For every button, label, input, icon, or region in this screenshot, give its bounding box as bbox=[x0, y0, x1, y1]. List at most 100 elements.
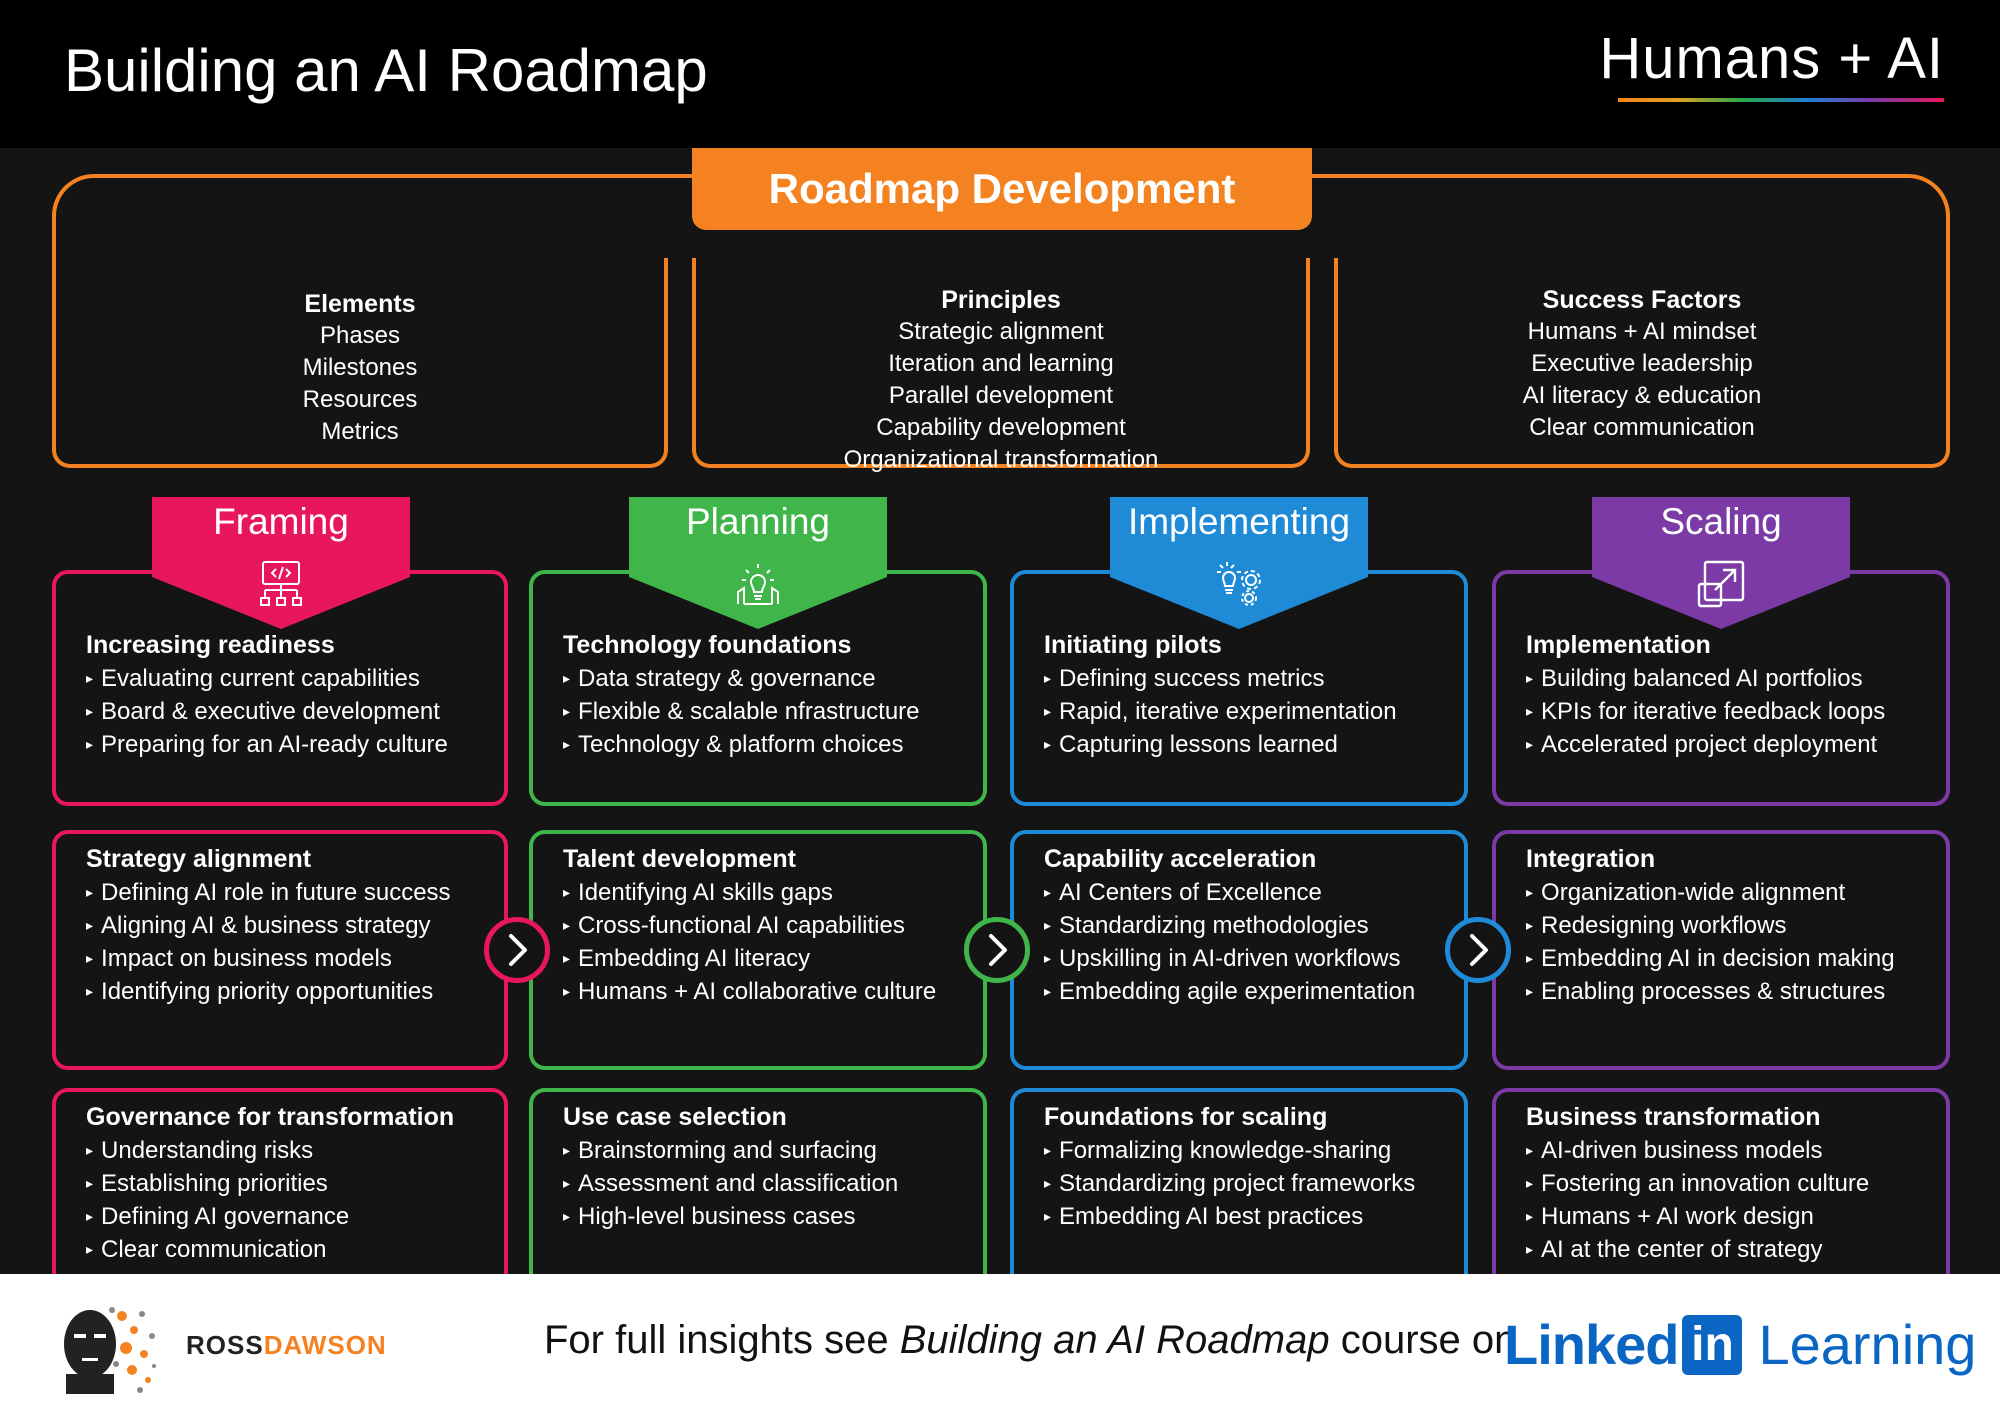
card-item: ▸Technology & platform choices bbox=[563, 731, 904, 758]
phase-card: Foundations for scaling ▸Formalizing kno… bbox=[1010, 1088, 1468, 1288]
card-item: ▸Humans + AI work design bbox=[1526, 1203, 1814, 1230]
header-bar: Building an AI Roadmap Humans + AI bbox=[0, 0, 2000, 148]
card-item: ▸Redesigning workflows bbox=[1526, 912, 1787, 939]
success-factors-item: Clear communication bbox=[1529, 414, 1755, 441]
card-item: ▸Aligning AI & business strategy bbox=[86, 912, 431, 939]
elements-item: Resources bbox=[302, 386, 418, 413]
phase-card: Governance for transformation ▸Understan… bbox=[52, 1088, 508, 1288]
elements-item: Phases bbox=[319, 322, 401, 349]
card-item: ▸Defining AI role in future success bbox=[86, 879, 451, 906]
card-title: Initiating pilots bbox=[1044, 631, 1222, 659]
card-title: Use case selection bbox=[563, 1103, 787, 1131]
card-item: ▸AI at the center of strategy bbox=[1526, 1236, 1823, 1263]
card-item: ▸Formalizing knowledge-sharing bbox=[1044, 1137, 1392, 1164]
card-title: Integration bbox=[1526, 845, 1656, 873]
success-factors-item: Humans + AI mindset bbox=[1527, 318, 1757, 345]
card-title: Implementation bbox=[1526, 631, 1711, 659]
learning-wordmark: Learning bbox=[1758, 1313, 1977, 1376]
card-item: ▸Capturing lessons learned bbox=[1044, 731, 1338, 758]
card-item: ▸Upskilling in AI-driven workflows bbox=[1044, 945, 1401, 972]
phase-name: Scaling bbox=[1660, 501, 1782, 542]
card-title: Governance for transformation bbox=[86, 1103, 455, 1131]
card-item: ▸Embedding agile experimentation bbox=[1044, 978, 1416, 1005]
card-item: ▸Impact on business models bbox=[86, 945, 392, 972]
card-item: ▸Standardizing project frameworks bbox=[1044, 1170, 1416, 1197]
card-item: ▸Defining AI governance bbox=[86, 1203, 350, 1230]
card-title: Talent development bbox=[563, 845, 796, 873]
phase-card: Capability acceleration ▸AI Centers of E… bbox=[1010, 830, 1468, 1070]
card-item: ▸Clear communication bbox=[86, 1236, 327, 1263]
phase-name: Implementing bbox=[1127, 501, 1351, 542]
roadmap-diagram: Roadmap Development Elements Phases Mile… bbox=[0, 148, 2000, 1288]
author-portrait-icon bbox=[64, 1307, 156, 1394]
card-item: ▸Organization-wide alignment bbox=[1526, 879, 1846, 906]
card-title: Strategy alignment bbox=[86, 845, 312, 873]
next-arrow-icon bbox=[964, 917, 1030, 983]
phase-name: Planning bbox=[685, 501, 830, 542]
card-item: ▸Embedding AI in decision making bbox=[1526, 945, 1895, 972]
footer: ROSSDAWSON For full insights see Buildin… bbox=[0, 1274, 2000, 1414]
next-arrow-icon bbox=[1445, 917, 1511, 983]
elements-item: Metrics bbox=[321, 418, 399, 445]
principles-heading: Principles bbox=[941, 286, 1061, 314]
chevron-right-icon bbox=[1470, 934, 1488, 966]
phase-card: Integration ▸Organization-wide alignment… bbox=[1492, 830, 1950, 1070]
linkedin-learning-logo[interactable]: Linked in Learning bbox=[1504, 1312, 1976, 1377]
course-cta: For full insights see Building an AI Roa… bbox=[544, 1318, 1517, 1362]
card-item: ▸Evaluating current capabilities bbox=[86, 665, 420, 692]
card-item: ▸Brainstorming and surfacing bbox=[563, 1137, 877, 1164]
code-presentation-icon bbox=[260, 561, 302, 606]
expand-arrow-icon bbox=[1697, 560, 1745, 608]
principles-item: Capability development bbox=[876, 414, 1126, 441]
card-title: Foundations for scaling bbox=[1044, 1103, 1328, 1131]
phase-card: Use case selection ▸Brainstorming and su… bbox=[529, 1088, 987, 1288]
elements-heading: Elements bbox=[304, 290, 416, 318]
card-item: ▸Preparing for an AI-ready culture bbox=[86, 731, 448, 758]
brand-text: Humans + AI bbox=[1599, 26, 1944, 91]
card-item: ▸Board & executive development bbox=[86, 698, 440, 725]
card-title: Business transformation bbox=[1526, 1103, 1821, 1131]
card-item: ▸High-level business cases bbox=[563, 1203, 856, 1230]
roadmap-development-banner: Roadmap Development bbox=[692, 148, 1312, 230]
elements-box: Elements Phases Milestones Resources Met… bbox=[52, 258, 668, 468]
phase-tab-implementing bbox=[1110, 497, 1368, 629]
phase-card: Technology foundations ▸Data strategy & … bbox=[529, 570, 987, 806]
card-item: ▸Establishing priorities bbox=[86, 1170, 328, 1197]
card-item: ▸Humans + AI collaborative culture bbox=[563, 978, 937, 1005]
success-factors-box: Success Factors Humans + AI mindset Exec… bbox=[1334, 258, 1950, 468]
card-item: ▸Identifying AI skills gaps bbox=[563, 879, 833, 906]
phase-card: Business transformation ▸AI-driven busin… bbox=[1492, 1088, 1950, 1288]
card-item: ▸Accelerated project deployment bbox=[1526, 731, 1878, 758]
success-factors-item: AI literacy & education bbox=[1522, 382, 1762, 409]
success-factors-item: Executive leadership bbox=[1531, 350, 1753, 377]
phase-tab-planning bbox=[629, 497, 887, 629]
card-item: ▸AI-driven business models bbox=[1526, 1137, 1823, 1164]
chevron-right-icon bbox=[989, 934, 1007, 966]
card-item: ▸Assessment and classification bbox=[563, 1170, 899, 1197]
principles-item: Strategic alignment bbox=[898, 318, 1104, 345]
card-item: ▸Embedding AI best practices bbox=[1044, 1203, 1364, 1230]
lightbulb-hand-icon bbox=[737, 564, 779, 605]
principles-item: Parallel development bbox=[888, 382, 1114, 409]
linkedin-in-icon: in bbox=[1682, 1314, 1743, 1375]
idea-gears-icon bbox=[1217, 562, 1261, 606]
card-title: Increasing readiness bbox=[86, 631, 335, 659]
phase-card: Strategy alignment ▸Defining AI role in … bbox=[52, 830, 508, 1070]
principles-item: Iteration and learning bbox=[888, 350, 1114, 377]
page-title: Building an AI Roadmap bbox=[64, 37, 708, 104]
card-item: ▸AI Centers of Excellence bbox=[1044, 879, 1322, 906]
card-item: ▸Standardizing methodologies bbox=[1044, 912, 1369, 939]
card-item: ▸Fostering an innovation culture bbox=[1526, 1170, 1870, 1197]
card-item: ▸Defining success metrics bbox=[1044, 665, 1325, 692]
phase-name: Framing bbox=[213, 501, 349, 542]
phase-card: Talent development ▸Identifying AI skill… bbox=[529, 830, 987, 1070]
card-item: ▸Understanding risks bbox=[86, 1137, 314, 1164]
success-factors-heading: Success Factors bbox=[1542, 286, 1742, 314]
chevron-right-icon bbox=[509, 934, 527, 966]
brand-logo: Humans + AI bbox=[1599, 30, 1944, 102]
author-name: ROSSDAWSON bbox=[186, 1330, 387, 1360]
card-item: ▸Embedding AI literacy bbox=[563, 945, 811, 972]
next-arrow-icon bbox=[484, 917, 550, 983]
card-title: Capability acceleration bbox=[1044, 845, 1317, 873]
brand-underline bbox=[1618, 98, 1944, 102]
